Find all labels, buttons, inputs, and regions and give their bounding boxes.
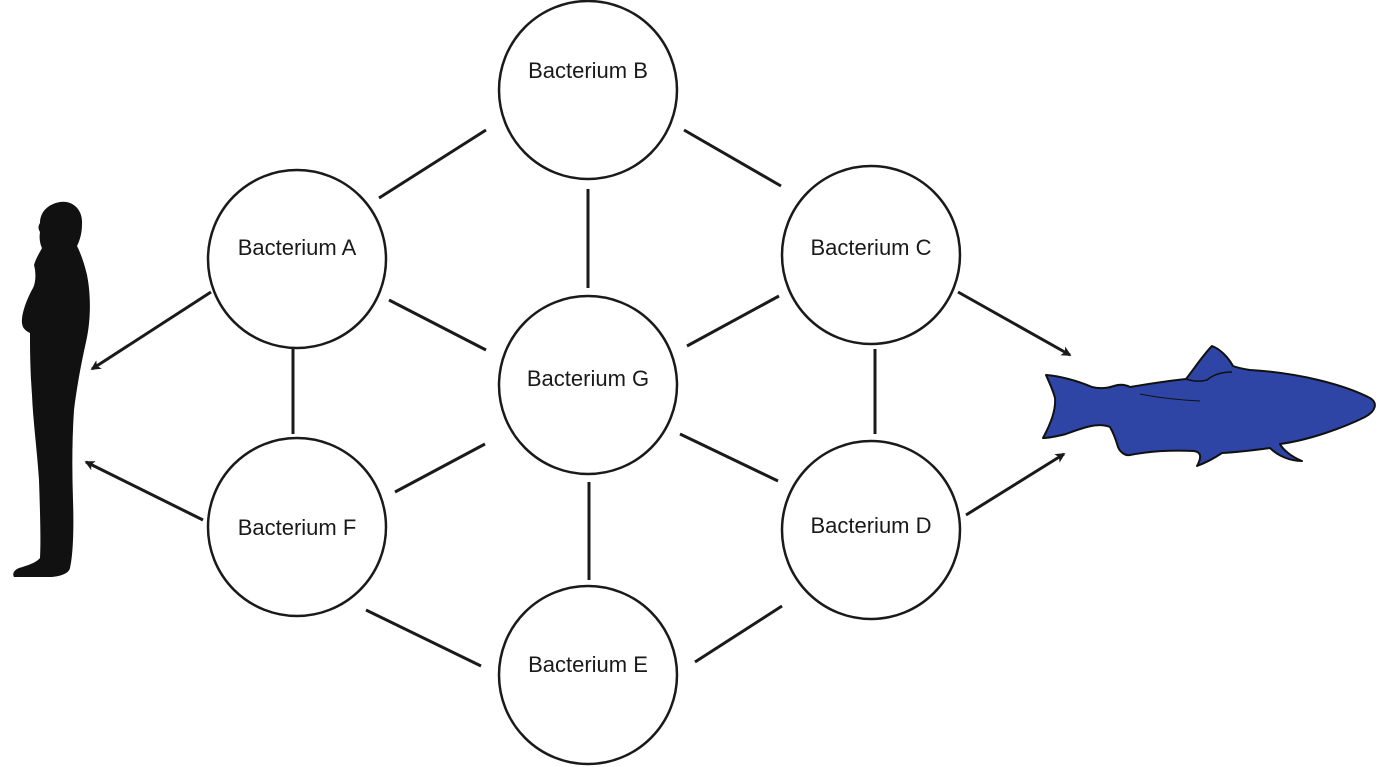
edge-f-g [394, 442, 486, 494]
influence-arrows [84, 290, 1072, 522]
arrow-d-to-fish [965, 452, 1066, 517]
human-silhouette-icon [13, 201, 90, 577]
node-label-g: Bacterium G [527, 366, 649, 391]
node-bacterium-a: Bacterium A [206, 168, 388, 350]
arrow-c-to-fish [957, 290, 1072, 357]
edge-a-g [388, 298, 487, 352]
arrow-a-to-human [90, 290, 212, 371]
node-bacterium-b: Bacterium B [497, 0, 679, 181]
node-label-d: Bacterium D [810, 513, 931, 538]
edge-b-c [683, 128, 782, 188]
edge-d-g [679, 432, 779, 483]
node-label-b: Bacterium B [528, 58, 648, 83]
node-label-a: Bacterium A [238, 235, 357, 260]
node-bacterium-g: Bacterium G [497, 294, 679, 476]
node-label-c: Bacterium C [810, 235, 931, 260]
network-edges [291, 128, 877, 668]
node-bacterium-e: Bacterium E [497, 584, 679, 766]
edge-f-e [365, 608, 482, 668]
node-bacterium-f: Bacterium F [206, 436, 388, 618]
fish-silhouette-icon [1042, 345, 1376, 467]
arrow-f-to-human [84, 460, 204, 522]
edge-d-e [694, 604, 783, 664]
edge-c-g [686, 294, 780, 348]
node-bacterium-c: Bacterium C [780, 164, 962, 346]
node-label-e: Bacterium E [528, 652, 648, 677]
edge-a-b [378, 128, 487, 200]
node-bacterium-d: Bacterium D [780, 439, 962, 621]
node-label-f: Bacterium F [238, 515, 357, 540]
